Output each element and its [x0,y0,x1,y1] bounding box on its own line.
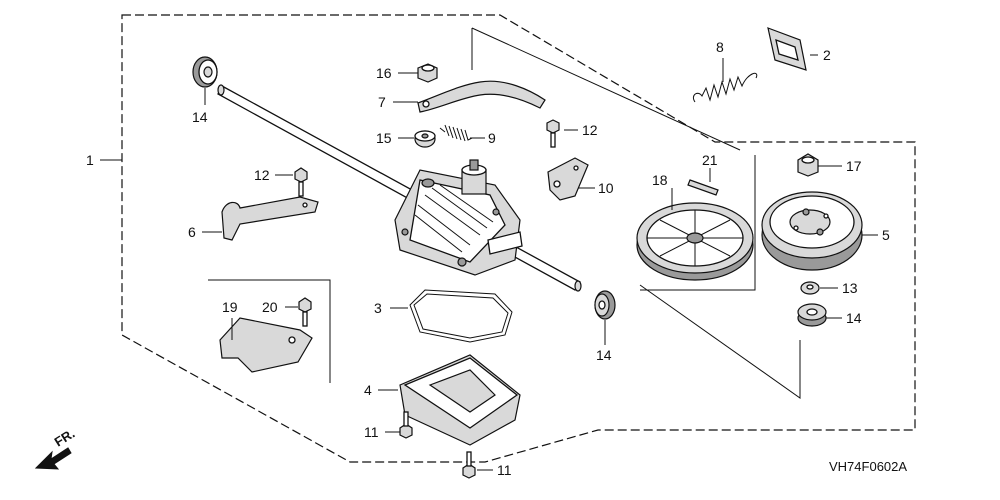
callout-11-lower: 11 [497,462,512,478]
callout-8: 8 [716,39,724,55]
bolt-20 [298,297,312,327]
bracket-19 [219,317,313,373]
lever-7 [417,80,546,113]
gasket-3 [409,289,513,343]
callout-14-top: 14 [192,109,208,125]
callout-14-right: 14 [846,310,862,326]
bracket-19-frame [208,279,331,383]
spring-9 [439,124,473,142]
front-direction-arrow-icon [34,447,72,470]
callout-2: 2 [823,47,831,63]
bolt-11-lower [462,451,476,479]
callout-13: 13 [842,280,858,296]
callout-15: 15 [376,130,392,146]
bolt-12-right [546,119,560,148]
bearing-14-top [192,56,218,88]
callout-1: 1 [86,152,94,168]
callout-20: 20 [262,299,278,315]
callout-16: 16 [376,65,392,81]
callout-18: 18 [652,172,668,188]
pin-21 [687,179,719,196]
callout-12-left: 12 [254,167,270,183]
callout-14-middle: 14 [596,347,612,363]
grommet-2 [767,27,807,71]
pulley-18 [636,202,754,281]
callout-10: 10 [598,180,614,196]
nut-16 [417,63,438,83]
direction-label: FR. [52,426,78,450]
washer-13 [800,281,820,295]
callout-4: 4 [364,382,372,398]
gearbox-group-outline [471,27,801,399]
cover-4 [399,354,521,446]
callout-12-right: 12 [582,122,598,138]
collar-15 [414,130,436,148]
callout-6: 6 [188,224,196,240]
callout-7: 7 [378,94,386,110]
callout-9: 9 [488,130,496,146]
leader-lines [100,54,878,471]
nut-17 [797,153,819,177]
callout-17: 17 [846,158,862,174]
collar-14-middle [594,290,616,320]
collar-14-right [797,303,827,327]
diagram-code: VH74F0602A [829,459,907,474]
callout-5: 5 [882,227,890,243]
callout-19: 19 [222,299,238,315]
callout-11-upper: 11 [364,424,379,440]
drive-shaft [217,84,582,292]
pulley-5 [761,191,863,271]
arm-6 [221,196,319,241]
bracket-10 [547,157,589,201]
callout-21: 21 [702,152,718,168]
pulley-18-frame [640,155,756,291]
spring-8 [692,72,758,103]
assembly-outline [121,14,916,463]
bolt-11-upper [399,411,413,439]
callout-3: 3 [374,300,382,316]
bolt-12-left [294,167,308,197]
gearbox-housing [394,159,523,276]
